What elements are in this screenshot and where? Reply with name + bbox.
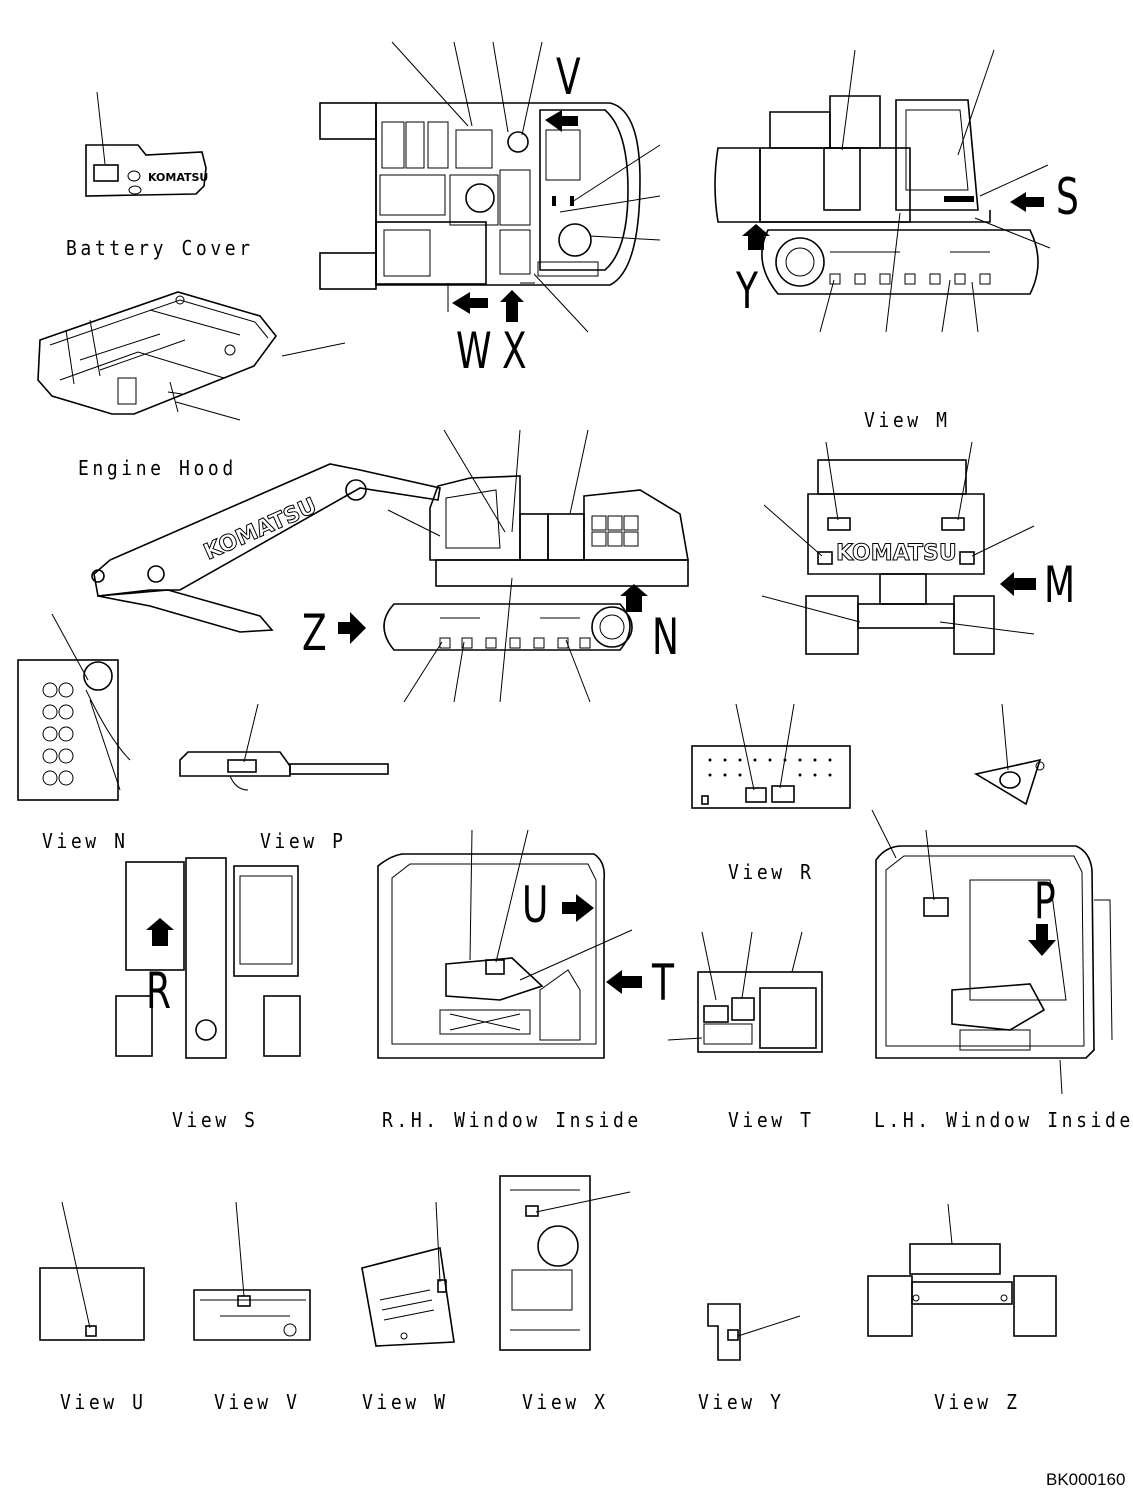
view-r-drawing: [691, 703, 851, 809]
view-w-drawing: [361, 1201, 455, 1347]
letter-t: T: [652, 954, 674, 1012]
battery-brand-text: KOMATSU: [148, 171, 208, 184]
letter-s: S: [1056, 168, 1079, 226]
letter-m: M: [1044, 556, 1076, 614]
view-n-drawing: [17, 613, 131, 801]
lh-window-drawing: [871, 809, 1113, 1095]
view-t-drawing: [667, 931, 823, 1053]
rear-brand-text: KOMATSU: [836, 541, 957, 566]
key-tag-drawing: [973, 703, 1045, 806]
label-view-z: View Z: [934, 1390, 1021, 1414]
label-lh-window: L.H. Window Inside: [874, 1108, 1133, 1132]
label-view-v: View V: [214, 1390, 301, 1414]
label-view-m: View M: [864, 408, 951, 432]
letter-z: Z: [302, 604, 327, 662]
label-view-n: View N: [42, 829, 129, 853]
view-p-drawing: [179, 703, 389, 791]
label-view-u: View U: [60, 1390, 147, 1414]
label-view-r: View R: [728, 860, 815, 884]
view-s-drawing: [115, 857, 301, 1059]
letter-v: V: [556, 48, 581, 106]
label-view-y: View Y: [698, 1390, 785, 1414]
label-view-w: View W: [362, 1390, 449, 1414]
battery-cover-drawing: KOMATSU: [85, 91, 208, 197]
top-view-drawing: [319, 41, 661, 333]
view-x-drawing: [499, 1175, 631, 1351]
view-y-drawing: [707, 1303, 801, 1361]
view-v-drawing: [193, 1201, 311, 1341]
letter-n: N: [652, 608, 679, 666]
label-view-t: View T: [728, 1108, 815, 1132]
engine-hood-drawing: [37, 291, 346, 421]
letter-x: X: [502, 322, 527, 380]
label-engine-hood: Engine Hood: [78, 456, 237, 480]
label-view-s: View S: [172, 1108, 259, 1132]
drawing-code: BK000160: [1046, 1470, 1126, 1489]
view-z-drawing: [867, 1203, 1057, 1337]
boom-brand-text: KOMATSU: [200, 494, 320, 566]
label-view-x: View X: [522, 1390, 609, 1414]
label-battery-cover: Battery Cover: [66, 236, 254, 260]
label-view-p: View P: [260, 829, 347, 853]
label-rh-window: R.H. Window Inside: [382, 1108, 642, 1132]
letter-p: P: [1034, 872, 1056, 930]
side-view-right-drawing: [714, 49, 1051, 333]
letter-r: R: [146, 962, 172, 1020]
letter-w: W: [456, 322, 492, 380]
rear-view-drawing: KOMATSU: [761, 441, 1036, 655]
rh-window-drawing: [377, 829, 642, 1059]
letter-y: Y: [736, 262, 758, 320]
view-u-drawing: [39, 1201, 145, 1341]
letter-u: U: [522, 876, 549, 934]
